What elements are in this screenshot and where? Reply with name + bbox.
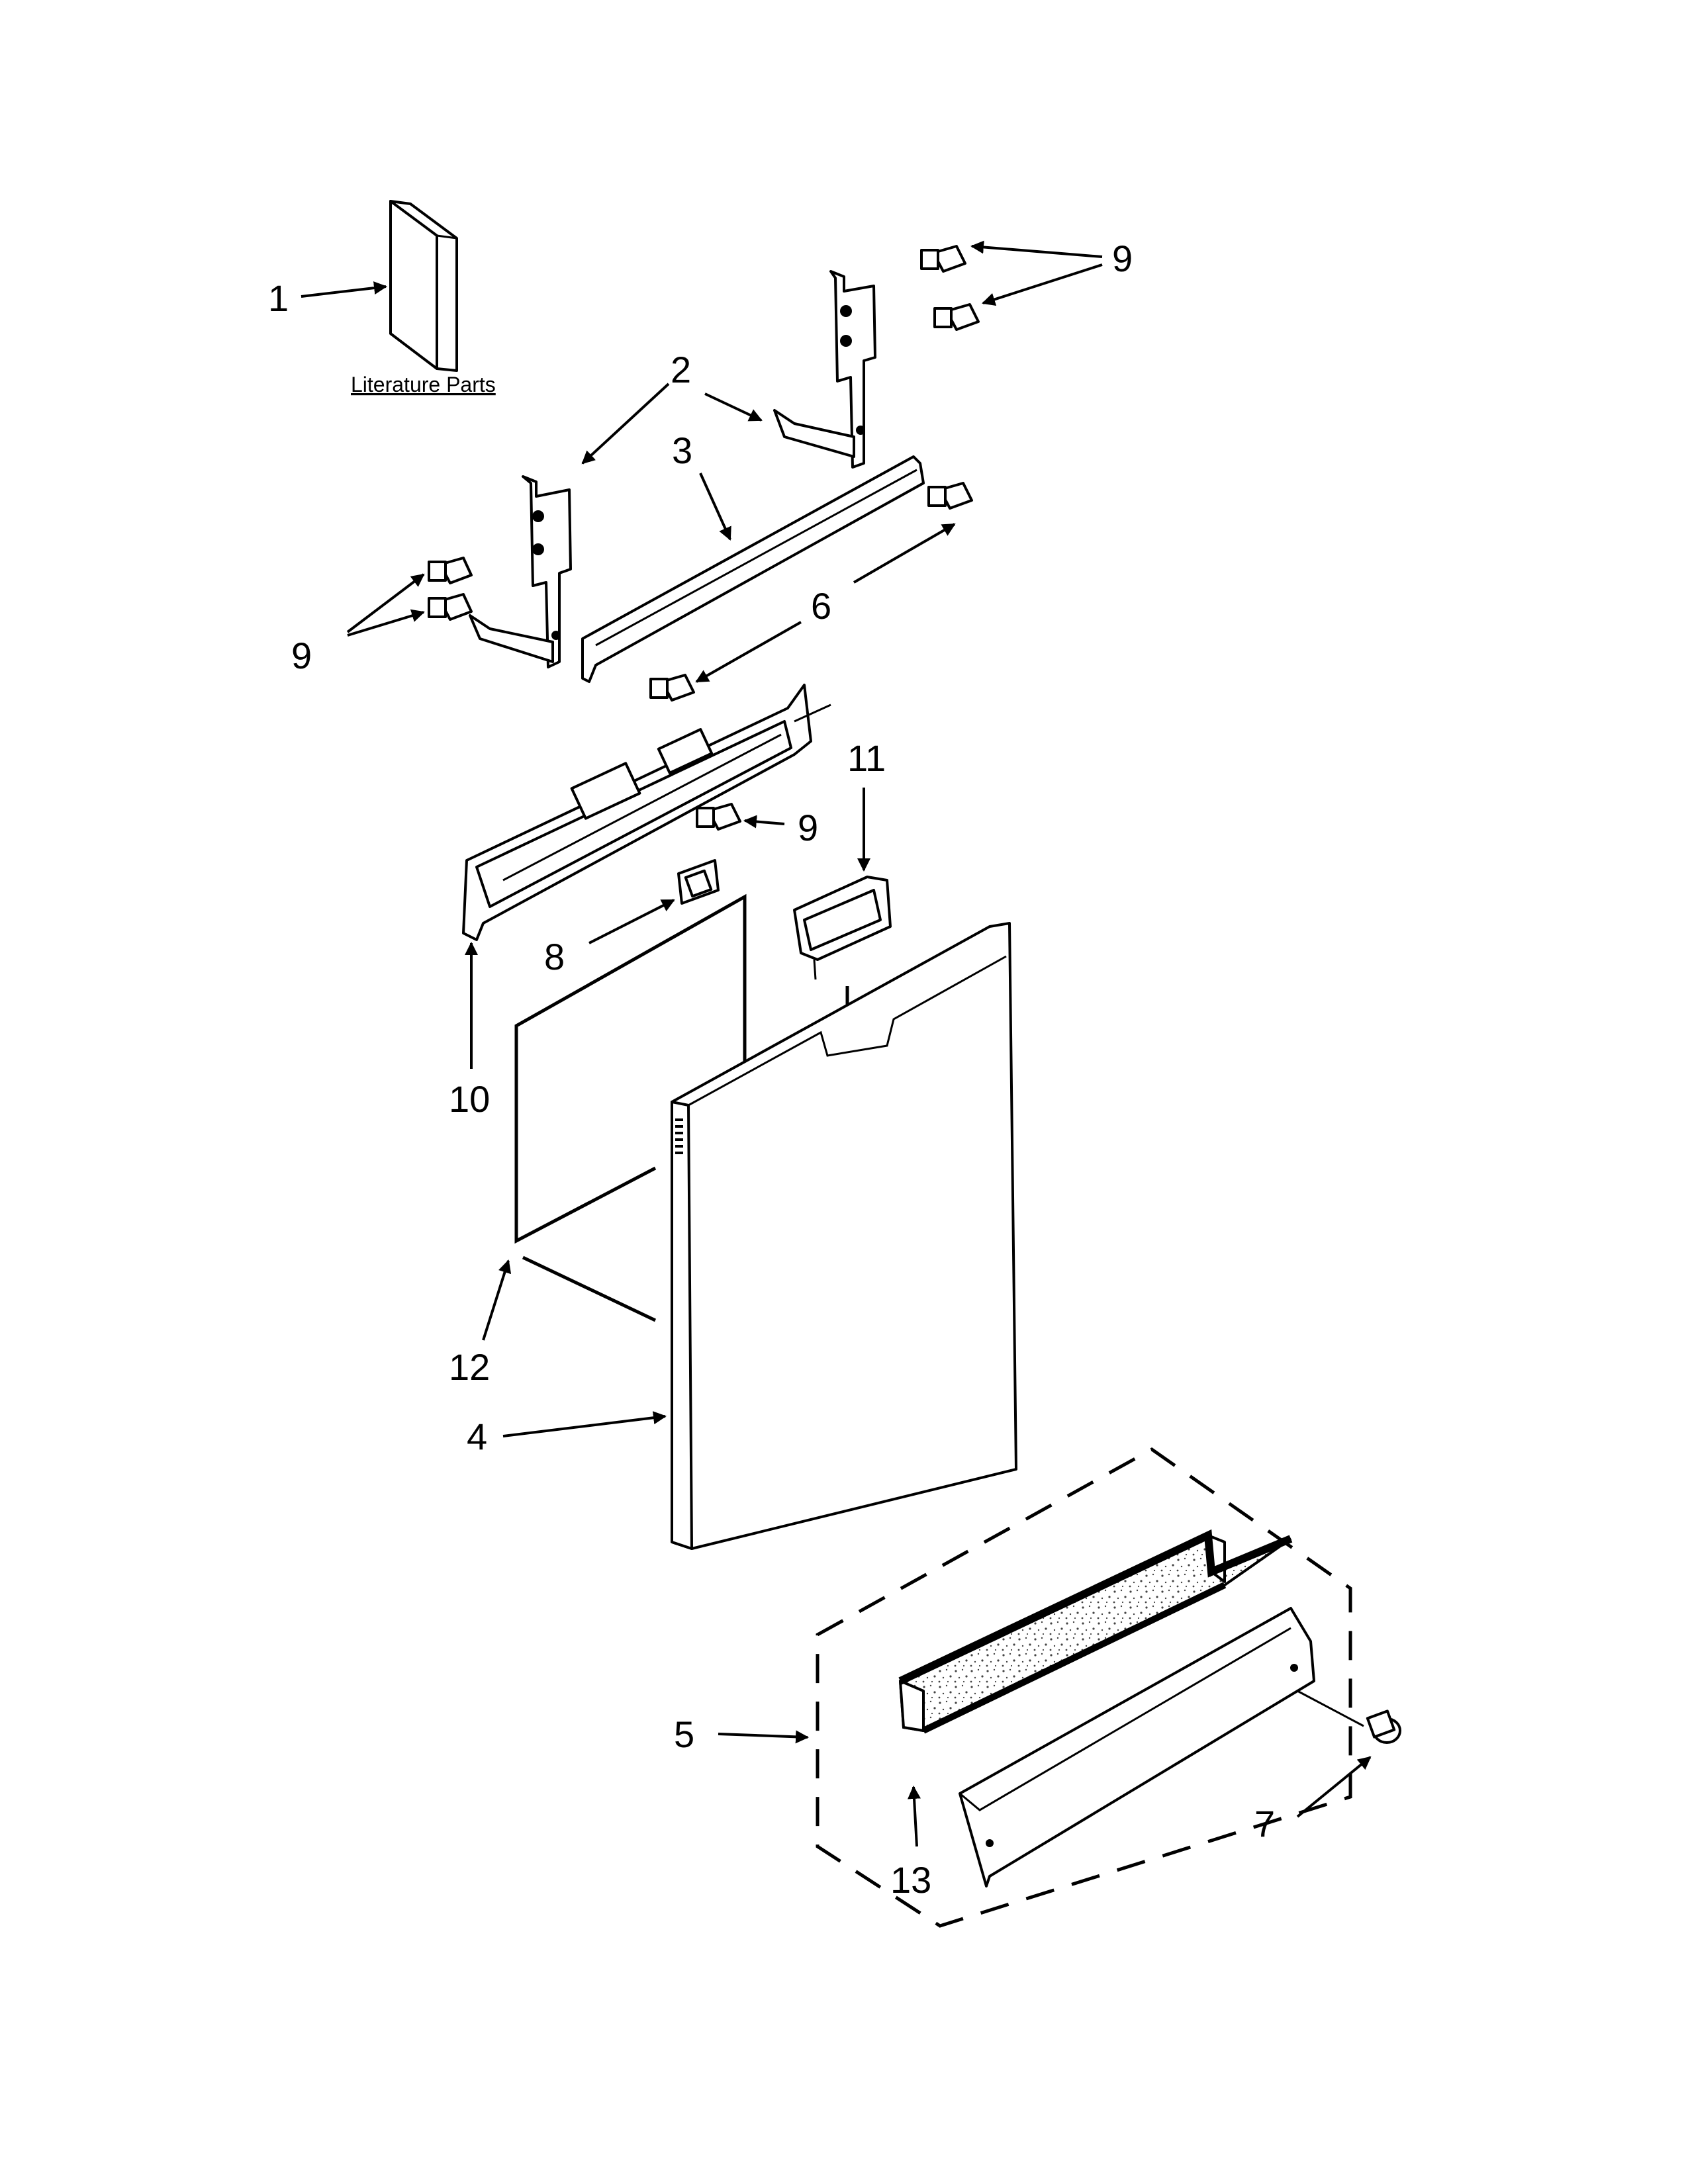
screw-left-1 (428, 557, 473, 584)
callout-1: 1 (268, 277, 289, 319)
callout-13: 13 (890, 1859, 931, 1901)
door-panel (671, 922, 1017, 1550)
callout-7: 7 (1254, 1803, 1275, 1844)
callout-labels: 1 2 3 9 9 6 11 9 8 10 12 4 5 7 13 (268, 238, 1275, 1901)
callout-3: 3 (672, 430, 692, 471)
toe-panel-kit-boundary (816, 1447, 1352, 1928)
callout-8: 8 (544, 936, 565, 978)
callout-9-top: 9 (1112, 238, 1133, 279)
screw-console (696, 803, 741, 831)
screw-top-1 (920, 245, 966, 273)
screw-bar-left (649, 674, 695, 702)
callout-arrows (301, 240, 1372, 1847)
hinge-bracket-left (469, 475, 572, 668)
top-channel-bar (581, 455, 925, 683)
toe-panel-screw (1366, 1709, 1401, 1744)
screw-top-2 (933, 303, 980, 331)
door-vent (675, 1118, 683, 1154)
toe-kick-panel (959, 1607, 1315, 1888)
screw-7-leader (1297, 1690, 1364, 1727)
callout-12: 12 (449, 1346, 490, 1388)
callout-9-console: 9 (798, 807, 818, 848)
callout-6: 6 (811, 585, 831, 627)
door-handle (793, 876, 892, 980)
callout-2: 2 (671, 349, 691, 390)
callout-11: 11 (847, 737, 886, 779)
literature-parts-caption: Literature Parts (351, 373, 496, 396)
literature-booklet (389, 200, 458, 372)
screw-left-2 (428, 593, 473, 621)
callout-4: 4 (467, 1416, 487, 1457)
callout-5: 5 (674, 1713, 694, 1755)
control-console (462, 684, 831, 941)
screw-bar-right (927, 482, 973, 510)
callout-10: 10 (449, 1078, 490, 1120)
foam-insulation (898, 1529, 1293, 1734)
callout-9-left: 9 (291, 635, 312, 676)
hinge-bracket-right (773, 270, 876, 469)
door-clip (677, 859, 720, 905)
